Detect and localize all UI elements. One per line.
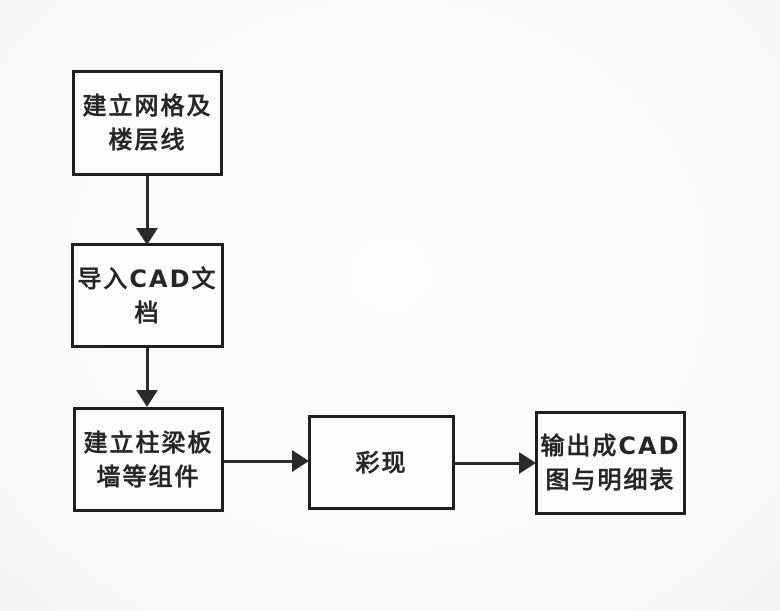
flow-node-import-cad-document: 导入CAD文 档 — [71, 243, 224, 348]
arrow-right-icon — [292, 450, 309, 472]
node-label-line: 档 — [134, 298, 161, 327]
arrow-down-icon — [136, 390, 158, 407]
node-label-line: 输出成CAD — [540, 432, 681, 460]
node-label-line: 建立柱梁板 — [83, 428, 214, 457]
flow-node-rendering: 彩现 — [308, 415, 455, 510]
flow-node-create-components: 建立柱梁板 墙等组件 — [73, 407, 224, 512]
connector-line-down-2 — [146, 348, 149, 391]
node-label-line: 图与明细表 — [545, 466, 676, 494]
node-label-line: 彩现 — [355, 448, 408, 477]
node-label-line: 导入CAD文 — [77, 264, 218, 293]
node-label-line: 楼层线 — [108, 126, 187, 154]
connector-line-right-1 — [224, 460, 293, 463]
flow-node-output-cad-schedule: 输出成CAD 图与明细表 — [535, 411, 686, 515]
connector-line-down-1 — [146, 176, 149, 229]
arrow-right-icon — [519, 452, 536, 474]
arrow-down-icon — [136, 228, 158, 245]
connector-line-right-2 — [455, 462, 520, 465]
flow-node-create-grid-floor-lines: 建立网格及 楼层线 — [72, 70, 223, 176]
node-label-line: 墙等组件 — [96, 462, 201, 491]
node-label-line: 建立网格及 — [82, 92, 213, 120]
